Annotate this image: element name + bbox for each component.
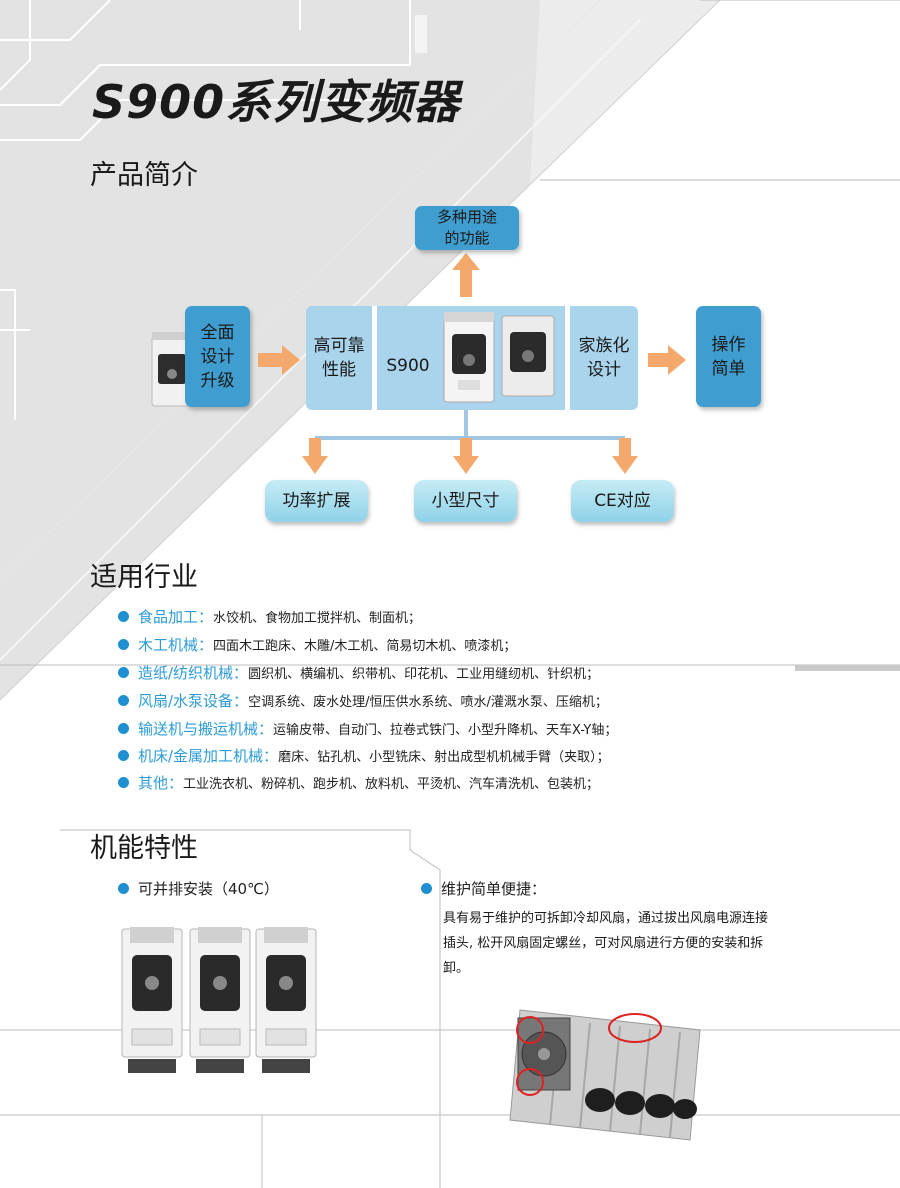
inverter-device-icon xyxy=(189,927,251,1073)
inverter-pair-icon xyxy=(443,312,555,403)
arrow-right-icon-left xyxy=(258,345,300,375)
bullet-dot-icon xyxy=(118,883,129,894)
industry-text: 空调系统、废水处理/恒压供水系统、喷水/灌溉水泵、压缩机； xyxy=(248,695,608,710)
feature-title: 可并排安装（40℃） xyxy=(138,880,279,898)
list-item: 木工机械： 四面木工跑床、木雕/木工机、简易切木机、喷漆机； xyxy=(118,634,516,655)
diagram-center-label: S900 xyxy=(386,356,430,376)
inverter-device-icon xyxy=(121,927,183,1073)
bullet-dot-icon xyxy=(118,639,129,650)
diagram-bottom-box: CE对应 xyxy=(571,480,674,522)
bullet-dot-icon xyxy=(421,883,432,894)
feature-side-by-side: 可并排安装（40℃） xyxy=(118,878,279,899)
list-item: 造纸/纺织机械： 圆织机、横编机、织带机、印花机、工业用缝纫机、针织机； xyxy=(118,662,599,683)
bullet-dot-icon xyxy=(118,611,129,622)
industry-text: 四面木工跑床、木雕/木工机、简易切木机、喷漆机； xyxy=(213,639,517,654)
industry-label: 食品加工： xyxy=(138,608,214,626)
list-item: 食品加工： 水饺机、食物加工搅拌机、制面机； xyxy=(118,606,421,627)
list-item: 风扇/水泵设备： 空调系统、废水处理/恒压供水系统、喷水/灌溉水泵、压缩机； xyxy=(118,690,608,711)
bullet-dot-icon xyxy=(118,723,129,734)
arrow-up-icon xyxy=(452,253,480,297)
maintenance-description: 具有易于维护的可拆卸冷却风扇，通过拔出风扇电源连接插头, 松开风扇固定螺丝，可对… xyxy=(443,911,769,976)
diagram-connectors xyxy=(258,253,686,474)
bullet-dot-icon xyxy=(118,750,129,761)
arrow-down-icon xyxy=(302,438,638,474)
diagram-center-left: 高可靠 性能 xyxy=(313,336,365,380)
fan-heatsink-image xyxy=(509,1009,701,1141)
page-title: S900系列变频器 xyxy=(92,75,461,129)
industry-text: 工业洗衣机、粉碎机、跑步机、放料机、平烫机、汽车清洗机、包装机； xyxy=(183,777,600,792)
industry-label: 风扇/水泵设备： xyxy=(138,692,249,710)
inverter-row-image xyxy=(121,927,317,1073)
industry-label: 造纸/纺织机械： xyxy=(138,664,249,682)
feature-title: 维护简单便捷： xyxy=(441,880,547,898)
industry-label: 木工机械： xyxy=(138,636,214,654)
list-item: 输送机与搬运机械： 运输皮带、自动门、拉卷式铁门、小型升降机、天车X-Y轴； xyxy=(118,718,617,739)
industry-label: 输送机与搬运机械： xyxy=(138,720,274,738)
industry-label: 其他： xyxy=(138,774,184,792)
industry-text: 磨床、钻孔机、小型铣床、射出成型机机械手臂（夹取）； xyxy=(278,750,610,765)
industries-heading: 适用行业 xyxy=(90,562,198,593)
bullet-dot-icon xyxy=(118,777,129,788)
center-divider-left xyxy=(372,306,377,410)
diagram-bottom-box: 功率扩展 xyxy=(265,480,368,522)
feature-maintenance: 维护简单便捷： xyxy=(421,878,546,899)
diagram-bottom-box: 小型尺寸 xyxy=(414,480,517,522)
bullet-dot-icon xyxy=(118,695,129,706)
features-heading: 机能特性 xyxy=(90,833,198,864)
center-divider-right xyxy=(565,306,570,410)
diagram-top-box: 多种用途 的功能 xyxy=(415,206,519,250)
industry-text: 圆织机、横编机、织带机、印花机、工业用缝纫机、针织机； xyxy=(248,667,600,682)
list-item: 其他： 工业洗衣机、粉碎机、跑步机、放料机、平烫机、汽车清洗机、包装机； xyxy=(118,772,599,793)
diagram-right-box: 操作 简单 xyxy=(696,306,761,407)
industry-text: 水饺机、食物加工搅拌机、制面机； xyxy=(213,611,422,626)
diagram-left-box: 全面 设计 升级 xyxy=(185,306,250,407)
diagram-center-right: 家族化 设计 xyxy=(578,336,630,380)
arrow-right-icon-right xyxy=(648,345,686,375)
inverter-device-icon xyxy=(255,927,317,1073)
industry-label: 机床/金属加工机械： xyxy=(138,747,279,765)
industry-text: 运输皮带、自动门、拉卷式铁门、小型升降机、天车X-Y轴； xyxy=(273,723,618,738)
bullet-dot-icon xyxy=(118,667,129,678)
list-item: 机床/金属加工机械： 磨床、钻孔机、小型铣床、射出成型机机械手臂（夹取）； xyxy=(118,745,610,766)
intro-heading: 产品简介 xyxy=(90,160,198,191)
